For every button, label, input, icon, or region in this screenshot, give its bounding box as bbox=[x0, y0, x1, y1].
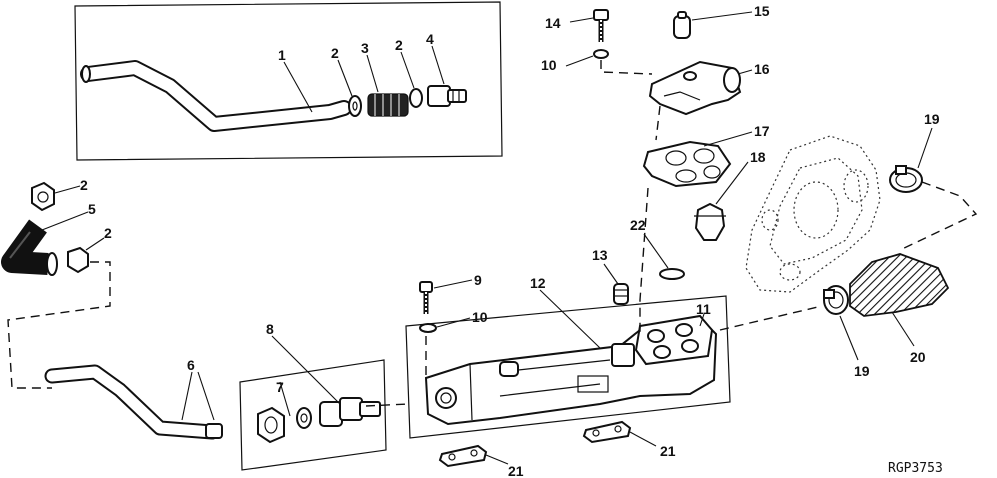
callout-19: 19 bbox=[854, 363, 870, 379]
callout-19: 19 bbox=[924, 111, 940, 127]
callout-10: 10 bbox=[541, 57, 557, 73]
washer-10b bbox=[419, 323, 437, 333]
callout-2: 2 bbox=[331, 45, 339, 61]
route-line-left bbox=[7, 261, 111, 389]
fitting-inset-8 bbox=[239, 335, 387, 471]
callout-4: 4 bbox=[426, 31, 434, 47]
nut-2c bbox=[31, 181, 55, 212]
callout-10: 10 bbox=[472, 309, 488, 325]
callout-9: 9 bbox=[474, 272, 482, 288]
callout-21: 21 bbox=[660, 443, 676, 459]
thermostat-18 bbox=[694, 202, 726, 241]
thermostat-housing-16 bbox=[648, 60, 742, 116]
inset-frame-top bbox=[74, 1, 503, 161]
callout-7: 7 bbox=[276, 379, 284, 395]
inset-frame-bottom bbox=[239, 359, 387, 471]
callout-16: 16 bbox=[754, 61, 770, 77]
hose-clamp-group bbox=[719, 127, 978, 361]
nut-2b bbox=[409, 88, 423, 108]
tube-1-end bbox=[81, 65, 91, 83]
adapter-fitting bbox=[319, 401, 343, 427]
elbow-hose-5 bbox=[1, 219, 49, 275]
gasket-thermostat-group bbox=[639, 131, 753, 334]
washer-7 bbox=[296, 407, 312, 429]
manifold-12-assembly bbox=[365, 289, 731, 468]
gasket-21b bbox=[582, 420, 632, 444]
gasket-17 bbox=[642, 140, 732, 188]
sleeve-3 bbox=[367, 93, 409, 117]
callout-5: 5 bbox=[88, 201, 96, 217]
washer-10a bbox=[593, 49, 609, 59]
callout-6: 6 bbox=[187, 357, 195, 373]
seal-ring-22 bbox=[659, 268, 685, 280]
thermostat-housing-group bbox=[565, 9, 753, 141]
callout-21: 21 bbox=[508, 463, 524, 478]
callout-11: 11 bbox=[696, 301, 711, 317]
left-hose-group bbox=[1, 181, 223, 440]
callout-8: 8 bbox=[266, 321, 274, 337]
gasket-21a bbox=[438, 444, 488, 468]
water-pump-housing bbox=[745, 135, 881, 293]
callout-13: 13 bbox=[592, 247, 608, 263]
callout-3: 3 bbox=[361, 40, 369, 56]
spring-13 bbox=[613, 283, 629, 305]
callout-20: 20 bbox=[910, 349, 926, 365]
plug-15 bbox=[673, 15, 691, 39]
callout-17: 17 bbox=[754, 123, 770, 139]
callout-14: 14 bbox=[545, 15, 561, 31]
callout-2: 2 bbox=[104, 225, 112, 241]
figure-id: RGP3753 bbox=[888, 461, 943, 476]
callout-15: 15 bbox=[754, 3, 770, 19]
pump-housing-outline bbox=[745, 135, 881, 293]
callout-18: 18 bbox=[750, 149, 766, 165]
nut-7 bbox=[257, 406, 285, 444]
manifold-port bbox=[611, 343, 635, 367]
fitting-4 bbox=[427, 85, 451, 107]
callout-12: 12 bbox=[530, 275, 546, 291]
callout-1: 1 bbox=[278, 47, 286, 63]
callout-labels: 1 2 3 2 4 2 5 2 6 7 8 9 10 10 11 12 13 1… bbox=[80, 3, 940, 478]
nut-2a bbox=[348, 95, 362, 117]
callout-2: 2 bbox=[395, 37, 403, 53]
bolt-9 bbox=[419, 281, 433, 293]
coolant-hose-20 bbox=[849, 253, 950, 317]
nut-2d bbox=[67, 246, 89, 274]
tube-assembly-inset bbox=[74, 1, 503, 161]
manifold-frame bbox=[405, 295, 731, 439]
callout-2: 2 bbox=[80, 177, 88, 193]
callout-22: 22 bbox=[630, 217, 646, 233]
bolt-14 bbox=[593, 9, 609, 21]
